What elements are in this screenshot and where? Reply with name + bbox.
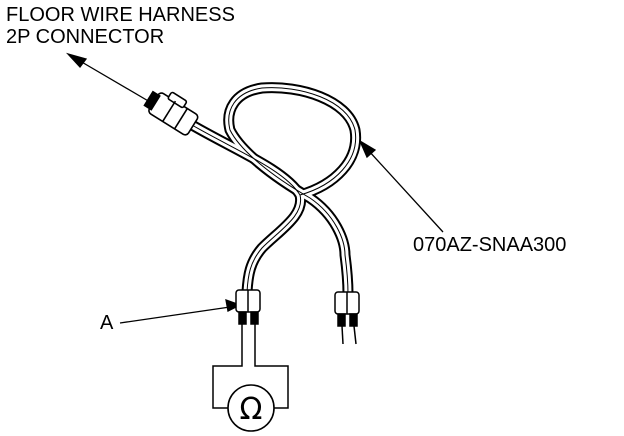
test-connector-a-pin-right (250, 311, 259, 325)
connector-leader-arrowhead (65, 52, 88, 69)
test-connector-right-tip-left (341, 325, 344, 345)
ohmmeter-body (227, 384, 275, 432)
test-connector-right-tip-right (353, 325, 357, 345)
harness-wire (186, 82, 362, 300)
test-connector-a (235, 289, 261, 342)
ohmmeter-lead-left (212, 342, 243, 409)
ohmmeter: Ω (227, 384, 275, 432)
test-connector-right-pin-right (349, 313, 358, 327)
test-connector-right (334, 291, 360, 345)
connector-callout-line1: FLOOR WIRE HARNESS (6, 4, 235, 26)
connector-callout-line2: 2P CONNECTOR (6, 26, 165, 48)
connector-latch (167, 91, 188, 109)
ohmmeter-lead-right (254, 342, 289, 409)
part-leader-line (367, 149, 444, 233)
test-connector-a-pin-left (238, 311, 247, 325)
part-leader-arrowhead (358, 139, 377, 159)
floor-harness-2p-connector (143, 90, 199, 136)
connector-rib (162, 100, 177, 122)
a-leader-arrowhead (225, 299, 242, 312)
a-leader-line (119, 306, 231, 324)
connector-face (143, 90, 161, 111)
connector-callout-label: FLOOR WIRE HARNESS 2P CONNECTOR (6, 4, 235, 48)
callout-a-label: A (100, 312, 114, 334)
connector-leader-line (79, 60, 151, 103)
ohmmeter-symbol: Ω (240, 392, 263, 427)
leader-arrows (65, 52, 444, 324)
connector-rib (173, 108, 188, 130)
part-number-label: 070AZ-SNAA300 (413, 234, 567, 256)
test-connector-right-pin-left (337, 313, 346, 327)
ohmmeter-leads (212, 342, 289, 409)
